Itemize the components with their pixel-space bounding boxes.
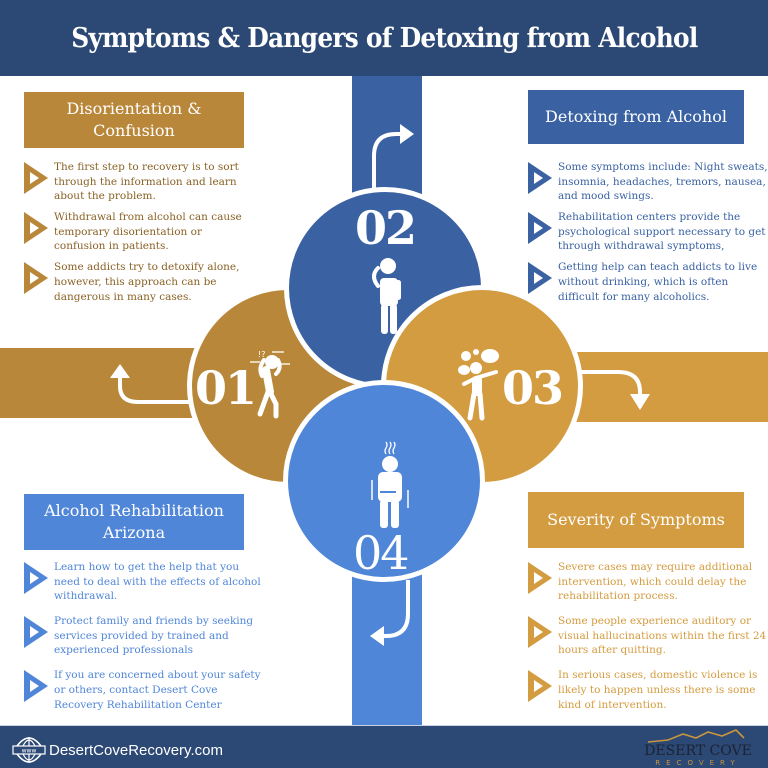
triangle-bullet-icon [528, 562, 552, 594]
arrow-right-down-icon [578, 370, 650, 410]
triangle-bullet-icon [24, 212, 48, 245]
triangle-bullet-icon [24, 616, 48, 649]
list-item: Withdrawal from alcohol can cause tempor… [24, 210, 254, 254]
panel-severity: Severity of Symptoms Severe cases may re… [528, 492, 768, 722]
list-item: If you are concerned about your safety o… [24, 668, 264, 712]
list-item: Protect family and friends by seeking se… [24, 614, 264, 658]
triangle-bullet-icon [24, 562, 48, 594]
panel-list: The first step to recovery is to sort th… [24, 160, 254, 304]
step-01-connector-bar [0, 348, 220, 418]
triangle-bullet-icon [24, 262, 48, 295]
arrow-down-left-icon [370, 580, 410, 646]
step-01-number: 01 [195, 361, 257, 415]
svg-text:!?: !? [258, 350, 265, 359]
arrow-left-up-icon [110, 364, 198, 404]
list-item: Getting help can teach addicts to live w… [528, 260, 768, 304]
confused-person-icon: !? [250, 350, 290, 419]
step-02-number: 02 [355, 201, 417, 255]
panel-title: Detoxing from Alcohol [528, 90, 744, 144]
panel-detoxing: Detoxing from Alcohol Some symptoms incl… [528, 90, 768, 310]
triangle-bullet-icon [528, 262, 552, 295]
svg-text:www: www [22, 748, 37, 755]
list-item: Some symptoms include: Night sweats, ins… [528, 160, 768, 204]
page-title: Symptoms & Dangers of Detoxing from Alco… [70, 22, 698, 54]
website-url[interactable]: DesertCoveRecovery.com [49, 741, 223, 759]
nauseous-trembling-person-icon [371, 441, 409, 528]
list-item: Learn how to get the help that you need … [24, 560, 264, 604]
svg-text:DESERT COVE: DESERT COVE [644, 743, 752, 759]
hallucinating-person-icon [458, 349, 499, 421]
triangle-bullet-icon [528, 670, 552, 703]
step-03-number: 03 [502, 361, 564, 415]
panel-rehab-arizona: Alcohol Rehabilitation Arizona Learn how… [24, 494, 264, 722]
header-banner: Symptoms & Dangers of Detoxing from Alco… [0, 0, 768, 76]
list-item: The first step to recovery is to sort th… [24, 160, 254, 204]
panel-list: Some symptoms include: Night sweats, ins… [528, 160, 768, 304]
list-item: In serious cases, domestic violence is l… [528, 668, 768, 712]
triangle-bullet-icon [528, 616, 552, 649]
panel-title: Disorientation & Confusion [24, 92, 244, 148]
list-item: Severe cases may require additional inte… [528, 560, 768, 604]
globe-www-icon: www [12, 737, 46, 763]
website-link[interactable]: www DesertCoveRecovery.com [12, 736, 223, 764]
triangle-bullet-icon [528, 162, 552, 194]
panel-list: Severe cases may require additional inte… [528, 560, 768, 712]
triangle-bullet-icon [24, 162, 48, 194]
list-item: Some people experience auditory or visua… [528, 614, 768, 658]
footer-bar: www DesertCoveRecovery.com DESERT COVE R… [0, 725, 768, 768]
step-04-connector-bar [352, 560, 422, 725]
arrow-up-right-icon [372, 124, 414, 216]
panel-list: Learn how to get the help that you need … [24, 560, 264, 712]
panel-title: Severity of Symptoms [528, 492, 744, 548]
desert-cove-logo: DESERT COVE RECOVERY [644, 729, 752, 767]
triangle-bullet-icon [528, 212, 552, 245]
panel-title: Alcohol Rehabilitation Arizona [24, 494, 244, 550]
step-03-connector-bar [550, 352, 768, 422]
list-item: Rehabilitation centers provide the psych… [528, 210, 768, 254]
panel-disorientation: Disorientation & Confusion The first ste… [24, 92, 254, 310]
headache-person-icon [372, 258, 401, 334]
list-item: Some addicts try to detoxify alone, howe… [24, 260, 254, 304]
triangle-bullet-icon [24, 670, 48, 703]
step-04-number: 04 [353, 526, 410, 580]
svg-text:RECOVERY: RECOVERY [655, 759, 740, 767]
